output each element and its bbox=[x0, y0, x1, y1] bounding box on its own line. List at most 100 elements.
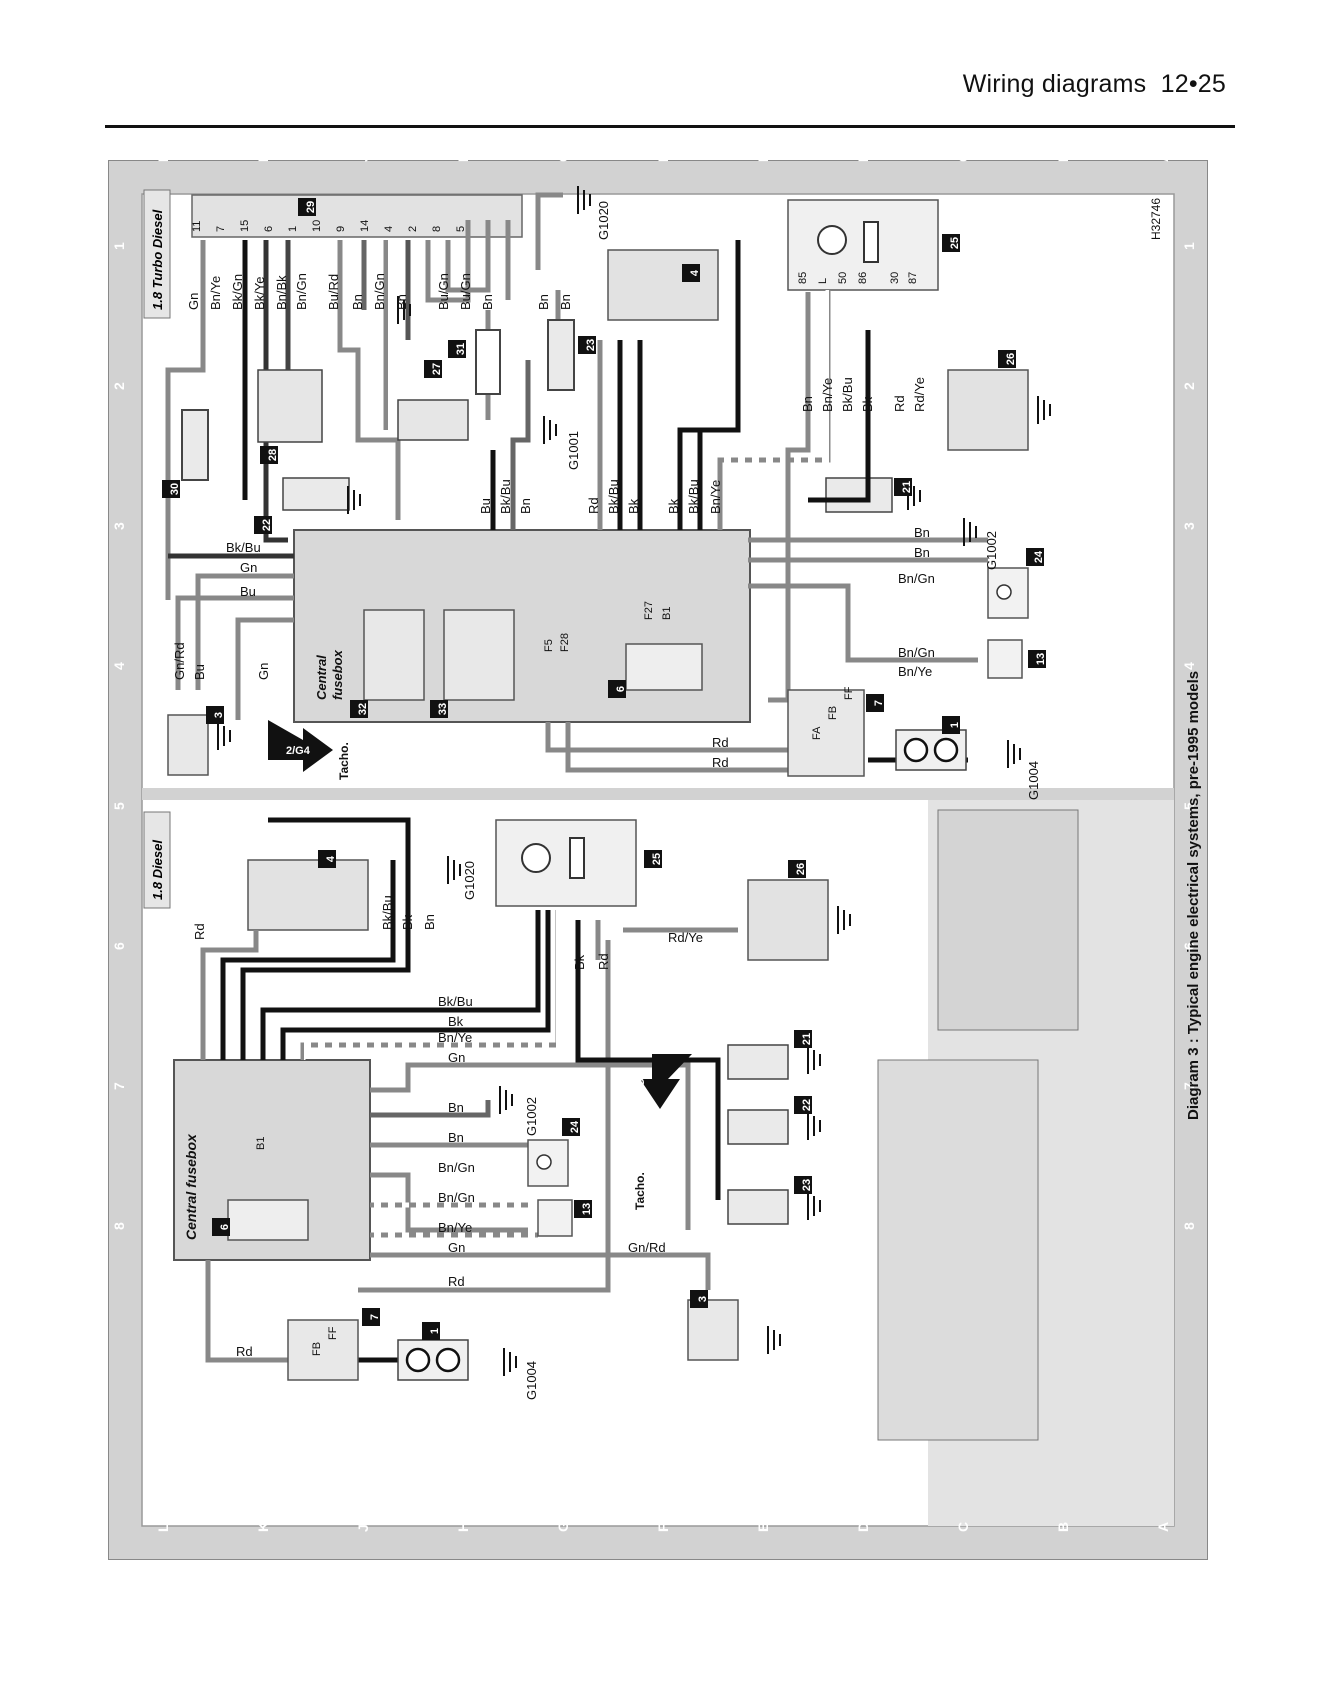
svg-text:21: 21 bbox=[901, 481, 913, 493]
glow-plug-relay-25-diesel bbox=[495, 819, 637, 907]
item-badge-13: 13 bbox=[574, 1200, 593, 1218]
pin-25: 87 bbox=[907, 272, 919, 284]
frame-letter: L bbox=[155, 160, 171, 162]
wire-bn-ye-mid bbox=[717, 290, 831, 530]
wire-bu-gn-2 bbox=[445, 220, 491, 293]
wire-label-diesel: Bn/Ye bbox=[438, 1220, 472, 1235]
tacho-ref: 2/G4 bbox=[286, 745, 311, 757]
d-wire-rd-2 bbox=[358, 940, 611, 1293]
tacho-label: Tacho. bbox=[337, 742, 351, 780]
svg-text:7: 7 bbox=[369, 1314, 381, 1320]
header-title: Wiring diagrams bbox=[962, 70, 1147, 98]
frame-letter: K bbox=[255, 1522, 271, 1532]
turbo-panel-tab: 1.8 Turbo Diesel bbox=[143, 189, 171, 319]
pin-25: 85 bbox=[797, 272, 809, 284]
svg-text:26: 26 bbox=[1005, 353, 1017, 365]
diagram-frame: 1122334455667788AABBCCDDEEFFGGHHJJKKLL 1… bbox=[108, 160, 1208, 1560]
idle-speed-valve-22 bbox=[282, 477, 350, 511]
svg-text:32: 32 bbox=[357, 703, 369, 715]
aux-fusebox-7-turbo bbox=[787, 689, 865, 777]
engine-temp-sensor-27 bbox=[397, 399, 469, 441]
diesel-panel-tab: 1.8 Diesel bbox=[143, 811, 171, 909]
frame-letter: H bbox=[455, 1522, 471, 1532]
item-badge-33: 33 bbox=[430, 700, 449, 718]
svg-text:31: 31 bbox=[455, 343, 467, 355]
wire-label-turbo-left: Bk/Bu bbox=[226, 540, 261, 555]
diesel-panel bbox=[173, 817, 829, 1381]
fuse-label: F5 bbox=[543, 639, 555, 652]
svg-text:3: 3 bbox=[213, 712, 225, 718]
frame-number: 1 bbox=[1181, 242, 1197, 250]
wire-label-diesel: Rd/Ye bbox=[668, 930, 703, 945]
aux-fusebox-7-diesel bbox=[287, 1319, 359, 1381]
pin-25: 50 bbox=[837, 272, 849, 284]
frame-letter: J bbox=[355, 1524, 371, 1532]
header-rule bbox=[105, 125, 1235, 128]
frame-letter: B bbox=[1055, 160, 1071, 162]
wire-bn-mid bbox=[510, 360, 531, 530]
svg-text:33: 33 bbox=[437, 703, 449, 715]
ground-icon bbox=[1007, 740, 1021, 768]
ground-icon bbox=[447, 856, 461, 884]
panel-divider bbox=[142, 788, 1174, 800]
wire-label-diesel: Bn bbox=[448, 1130, 464, 1145]
wire-label-turbo-right: Bn bbox=[800, 396, 815, 412]
frame-letter: D bbox=[855, 160, 871, 162]
fuse-label: B1 bbox=[661, 607, 673, 620]
central-fusebox-label: Central bbox=[314, 655, 329, 700]
frame-number: 3 bbox=[111, 522, 127, 530]
frame-number: 7 bbox=[111, 1082, 127, 1090]
cold-start-valve-23-diesel bbox=[727, 1189, 789, 1225]
d-wire-bk-2 bbox=[280, 910, 551, 1060]
wire-label-turbo-top: Bn bbox=[558, 294, 573, 310]
ground-icon bbox=[347, 486, 361, 514]
wire-label-turbo-bottom: Bn/Gn bbox=[898, 571, 935, 586]
svg-text:21: 21 bbox=[801, 1033, 813, 1045]
instrument-cluster-13-turbo bbox=[987, 639, 1023, 679]
wire-label-diesel: Gn bbox=[448, 1240, 465, 1255]
frame-letter: A bbox=[1155, 160, 1171, 162]
svg-text:4: 4 bbox=[689, 269, 701, 276]
item-badge-26: 26 bbox=[788, 860, 807, 878]
wire-label-diesel: Rd bbox=[596, 953, 611, 970]
svg-text:25: 25 bbox=[949, 237, 961, 249]
svg-text:29: 29 bbox=[305, 201, 317, 213]
wire-label-turbo-right: Bk bbox=[860, 396, 875, 412]
pin-29: 11 bbox=[191, 221, 203, 232]
pin-29: 2 bbox=[407, 226, 419, 232]
wire-label-turbo-top: Bn/Bk bbox=[274, 275, 289, 310]
d-wire-gn-2 bbox=[370, 1252, 711, 1290]
frame-number: 7 bbox=[1181, 1082, 1197, 1090]
wire-label-turbo-left: Gn/Rd bbox=[172, 642, 187, 680]
frame-number: 4 bbox=[111, 662, 127, 670]
wire-bk-21 bbox=[808, 330, 871, 503]
item-badge-28: 28 bbox=[260, 446, 279, 464]
wire-label-turbo-right: Rd/Ye bbox=[912, 377, 927, 412]
pin-25: 30 bbox=[889, 272, 901, 284]
wire-label-turbo-top: Bu/Rd bbox=[326, 274, 341, 310]
wire-label-diesel: Bk/Bu bbox=[380, 895, 395, 930]
ground-label: G1020 bbox=[462, 861, 477, 900]
frame-letter: C bbox=[955, 160, 971, 162]
item-badge-1: 1 bbox=[422, 1322, 441, 1340]
item-badge-7: 7 bbox=[866, 694, 885, 712]
ground-icon bbox=[397, 296, 411, 324]
fuse-label: FB bbox=[311, 1342, 323, 1356]
alternator-3-turbo bbox=[167, 714, 209, 776]
pin-29: 4 bbox=[383, 226, 395, 232]
pin-29: 1 bbox=[287, 226, 299, 232]
ground-icon bbox=[1037, 396, 1051, 424]
item-badge-30: 30 bbox=[162, 480, 181, 498]
frame-number: 6 bbox=[111, 942, 127, 950]
frame-number: 6 bbox=[1181, 942, 1197, 950]
wire-bk-mid2 bbox=[677, 240, 741, 530]
item-badge-13: 13 bbox=[1028, 650, 1047, 668]
item-badge-24: 24 bbox=[562, 1118, 581, 1136]
d-wire-bk-bu-2 bbox=[260, 910, 541, 1060]
frame-number: 2 bbox=[1181, 382, 1197, 390]
instrument-cluster-13-diesel bbox=[537, 1199, 573, 1237]
d-wire-bk-3 bbox=[575, 920, 721, 1200]
svg-text:1: 1 bbox=[949, 722, 961, 728]
ground-icon bbox=[543, 416, 557, 444]
diagram-caption: Diagram 3 : Typical engine electrical sy… bbox=[1185, 671, 1202, 1120]
